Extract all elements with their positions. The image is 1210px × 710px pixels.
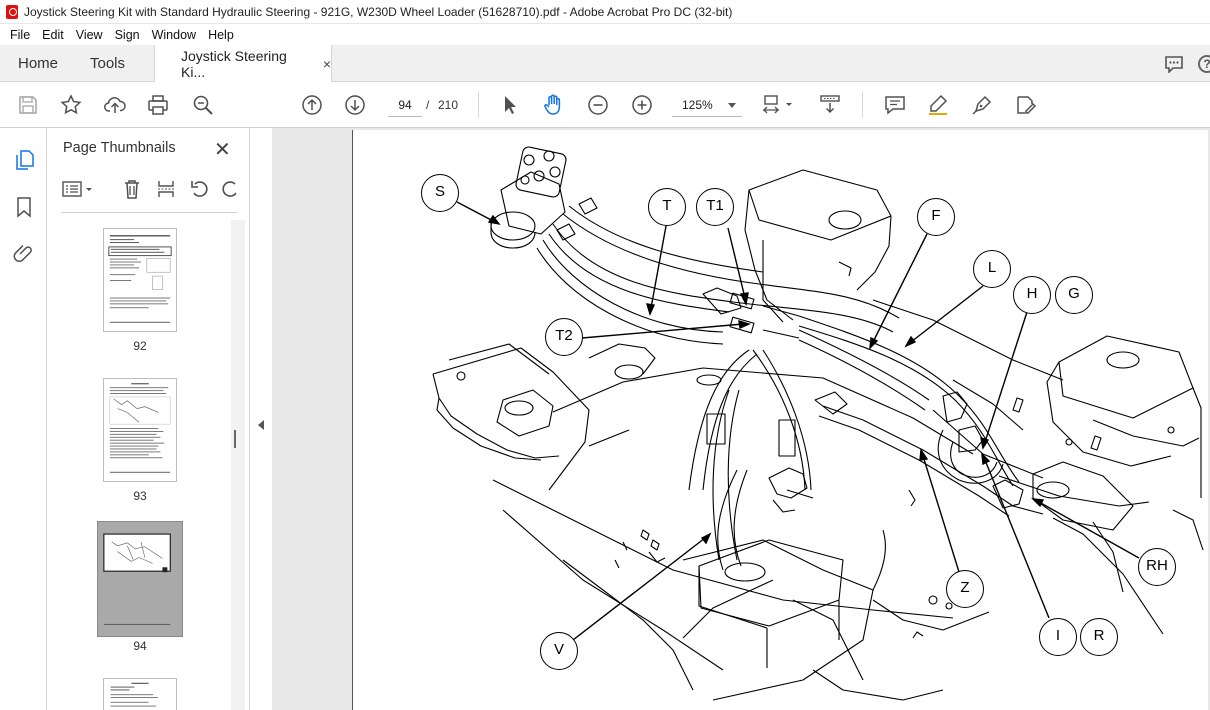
find-zoom-icon[interactable]	[191, 93, 215, 117]
acrobat-app-icon	[6, 4, 18, 19]
highlight-pen-icon[interactable]	[926, 93, 950, 117]
callout-label: RH	[1138, 548, 1176, 586]
callout-label: F	[917, 198, 955, 236]
chevron-down-icon	[728, 103, 736, 108]
insert-page-icon[interactable]	[155, 178, 177, 200]
window-title: Joystick Steering Kit with Standard Hydr…	[24, 4, 733, 19]
tabbar-right-icons: ?	[1164, 45, 1210, 82]
page-thumbnail[interactable]	[103, 678, 177, 710]
menu-file[interactable]: File	[10, 27, 31, 42]
menu-edit[interactable]: Edit	[42, 27, 64, 42]
page-thumbnails-icon[interactable]	[12, 148, 36, 172]
callout-label: S	[421, 174, 459, 212]
help-icon[interactable]: ?	[1198, 54, 1210, 73]
hand-tool-icon[interactable]	[541, 93, 565, 117]
delete-page-icon[interactable]	[121, 178, 143, 200]
close-panel-icon[interactable]: ✕	[214, 139, 231, 161]
window-titlebar: Joystick Steering Kit with Standard Hydr…	[0, 0, 1210, 24]
collapse-panel-arrow-icon[interactable]	[258, 420, 264, 430]
main-toolbar: 94 / 210 125%	[0, 82, 1210, 128]
tab-bar: Home Tools Joystick Steering Ki... × ?	[0, 45, 1210, 82]
page-thumbnail[interactable]	[103, 378, 177, 482]
callout-label: R	[1080, 618, 1118, 656]
document-view[interactable]: S T T1 F L H G T2 RH Z V I R	[272, 128, 1210, 710]
callout-label: T2	[545, 318, 583, 356]
zoom-in-icon[interactable]	[630, 93, 654, 117]
selected-page-thumbnail[interactable]	[97, 521, 183, 637]
fill-sign-icon[interactable]	[1014, 93, 1038, 117]
thumbnail-page-number: 92	[133, 339, 147, 353]
panel-scrollbar[interactable]	[231, 220, 245, 710]
select-cursor-icon[interactable]	[498, 93, 522, 117]
thumbnail-page-number: 93	[133, 489, 147, 503]
scrollbar-thumb[interactable]	[234, 430, 236, 448]
upload-cloud-icon[interactable]	[103, 93, 127, 117]
thumbnail-options-icon[interactable]	[61, 178, 95, 200]
menu-view[interactable]: View	[75, 27, 103, 42]
save-icon[interactable]	[16, 93, 40, 117]
menu-window[interactable]: Window	[151, 27, 197, 42]
callout-label: I	[1039, 618, 1077, 656]
zoom-level-select[interactable]: 125%	[672, 93, 742, 117]
menu-help[interactable]: Help	[208, 27, 234, 42]
next-page-icon[interactable]	[343, 93, 367, 117]
page-thumbnails-panel: Page Thumbnails ✕	[47, 128, 250, 710]
scrolling-mode-icon[interactable]	[818, 93, 842, 117]
page-total: 210	[438, 98, 459, 112]
callout-label: T	[648, 188, 686, 226]
bookmark-star-icon[interactable]	[59, 93, 83, 117]
tab-tools[interactable]: Tools	[90, 55, 126, 72]
rotate-clockwise-icon[interactable]	[219, 178, 241, 200]
page-fit-icon[interactable]	[761, 93, 797, 117]
toolbar-divider	[478, 92, 479, 118]
close-tab-icon[interactable]: ×	[322, 55, 331, 72]
pdf-page: S T T1 F L H G T2 RH Z V I R	[352, 130, 1208, 710]
previous-page-icon[interactable]	[300, 93, 324, 117]
document-tab-label: Joystick Steering Ki...	[181, 47, 287, 80]
panel-collapse-gutter[interactable]	[250, 128, 272, 710]
thumbnail-tools	[59, 176, 239, 204]
zoom-out-icon[interactable]	[586, 93, 610, 117]
panel-divider	[61, 212, 237, 213]
callout-label: Z	[946, 570, 984, 608]
rotate-counterclockwise-icon[interactable]	[189, 178, 211, 200]
callout-label: G	[1055, 276, 1093, 314]
comment-bubble-icon[interactable]	[1164, 55, 1184, 73]
menu-sign[interactable]: Sign	[114, 27, 140, 42]
left-navigation-rail	[0, 128, 47, 710]
page-number-input[interactable]: 94	[388, 93, 422, 117]
menu-bar: File Edit View Sign Window Help	[0, 24, 1210, 45]
page-thumbnail[interactable]	[103, 228, 177, 332]
panel-title: Page Thumbnails	[63, 140, 176, 156]
add-comment-icon[interactable]	[883, 93, 907, 117]
attachments-paperclip-icon[interactable]	[12, 242, 36, 266]
hydraulic-steering-diagram	[432, 146, 1204, 701]
callout-label: H	[1013, 276, 1051, 314]
print-icon[interactable]	[146, 93, 170, 117]
callout-label: L	[973, 250, 1011, 288]
tab-home[interactable]: Home	[18, 55, 59, 72]
bookmarks-icon[interactable]	[12, 195, 36, 219]
thumbnail-page-number: 94	[133, 639, 147, 653]
draw-pen-icon[interactable]	[970, 93, 994, 117]
tab-document[interactable]: Joystick Steering Ki... ×	[154, 45, 332, 82]
callout-label: V	[540, 632, 578, 670]
page-separator: /	[426, 98, 430, 112]
zoom-level-value: 125%	[682, 98, 713, 112]
callout-label: T1	[696, 188, 734, 226]
toolbar-divider	[862, 92, 863, 118]
